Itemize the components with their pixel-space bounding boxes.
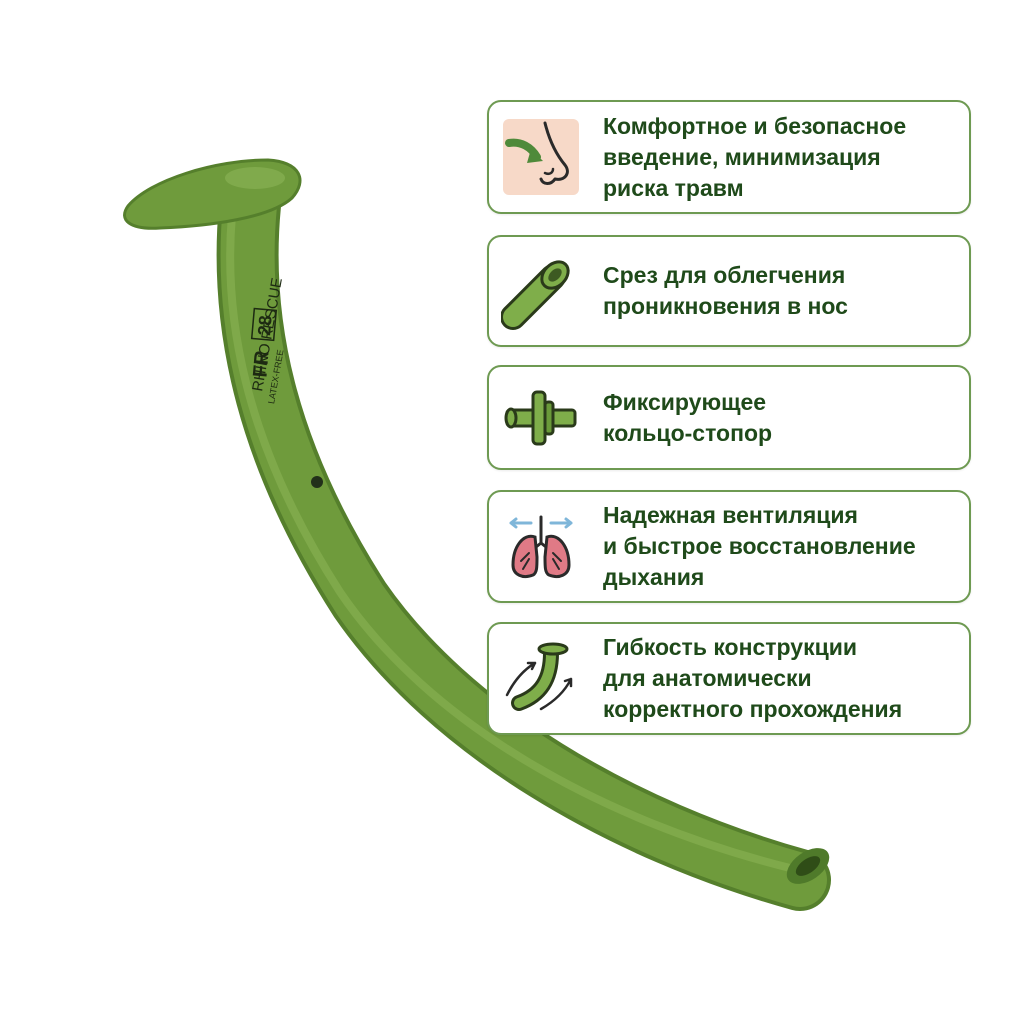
nose-insertion-icon	[501, 117, 581, 197]
feature-text-flexibility: Гибкость конструкции для анатомически ко…	[603, 634, 903, 722]
size-print: 28	[254, 315, 276, 337]
logo-mark	[311, 476, 323, 488]
feature-text-ventilation: Надежная вентиляция и быстрое восстановл…	[603, 502, 916, 590]
feature-card-stopper: Фиксирующее кольцо-стопор	[487, 365, 971, 470]
feature-card-comfort: Комфортное и безопасное введение, миними…	[487, 100, 971, 214]
feature-card-bevel: Срез для облегчения проникновения в нос	[487, 235, 971, 347]
stopper-ring-icon	[501, 378, 581, 458]
flexible-tube-icon	[501, 639, 581, 719]
unit-print: FR	[249, 349, 273, 378]
feature-text-comfort: Комфортное и безопасное введение, миними…	[603, 112, 907, 201]
feature-text-bevel: Срез для облегчения проникновения в нос	[603, 262, 848, 319]
feature-text-stopper: Фиксирующее кольцо-стопор	[603, 388, 773, 446]
feature-card-flexibility: Гибкость конструкции для анатомически ко…	[487, 622, 971, 735]
feature-card-ventilation: Надежная вентиляция и быстрое восстановл…	[487, 490, 971, 603]
bevel-tip-icon	[501, 251, 581, 331]
lungs-icon	[501, 507, 581, 587]
